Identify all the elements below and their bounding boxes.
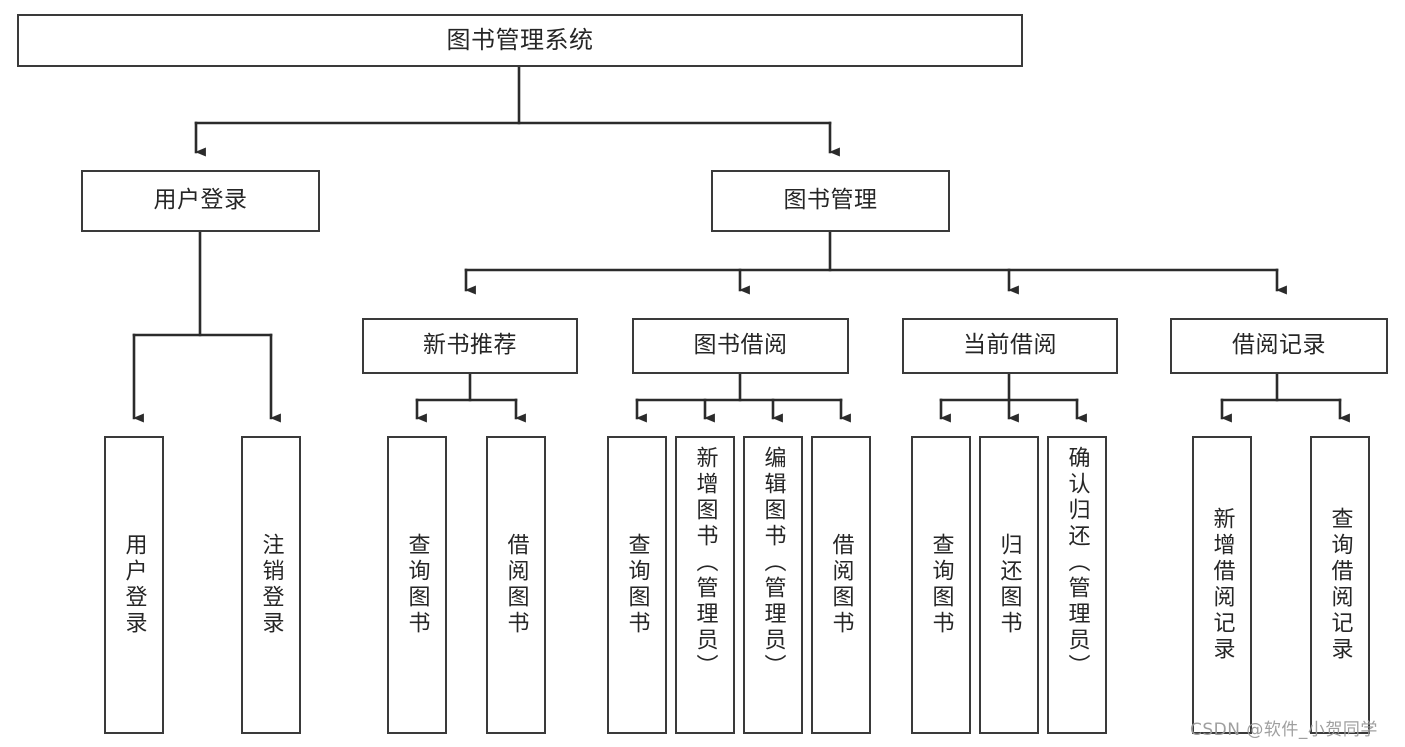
leaf-user-login-login[interactable]: 用户登录 (104, 436, 164, 734)
node-label: 新书推荐 (423, 332, 517, 359)
leaf-current-borrow-return-book[interactable]: 归还图书 (979, 436, 1039, 734)
csdn-watermark: CSDN @软件_小贺同学 (1190, 720, 1378, 740)
node-label: 借阅图书 (828, 533, 854, 637)
node-label: 新增图书（管理员） (692, 446, 718, 680)
leaf-current-borrow-query-book[interactable]: 查询图书 (911, 436, 971, 734)
node-label: 借阅记录 (1232, 332, 1326, 359)
node-label: 新增借阅记录 (1209, 507, 1235, 663)
leaf-current-borrow-confirm-return-admin[interactable]: 确认归还（管理员） (1047, 436, 1107, 734)
node-label: 查询图书 (928, 533, 954, 637)
node-label: 注销登录 (258, 533, 284, 637)
leaf-book-borrow-edit-book-admin[interactable]: 编辑图书（管理员） (743, 436, 803, 734)
node-label: 查询借阅记录 (1327, 507, 1353, 663)
leaf-borrow-record-add-record[interactable]: 新增借阅记录 (1192, 436, 1252, 734)
node-label: 编辑图书（管理员） (760, 446, 786, 680)
leaf-user-login-logout[interactable]: 注销登录 (241, 436, 301, 734)
node-root-book-management-system[interactable]: 图书管理系统 (17, 14, 1023, 67)
node-label: 查询图书 (404, 533, 430, 637)
node-label: 图书借阅 (693, 332, 788, 359)
leaf-new-book-query-book[interactable]: 查询图书 (387, 436, 447, 734)
node-label: 归还图书 (996, 533, 1022, 637)
leaf-book-borrow-add-book-admin[interactable]: 新增图书（管理员） (675, 436, 735, 734)
node-label: 查询图书 (624, 533, 650, 637)
node-label: 用户登录 (153, 187, 248, 214)
node-book-management[interactable]: 图书管理 (711, 170, 950, 232)
node-label: 当前借阅 (963, 332, 1057, 359)
node-book-borrowing[interactable]: 图书借阅 (632, 318, 849, 374)
leaf-borrow-record-query-record[interactable]: 查询借阅记录 (1310, 436, 1370, 734)
node-label: 图书管理系统 (446, 26, 594, 55)
node-label: 用户登录 (121, 533, 147, 637)
leaf-book-borrow-borrow-book[interactable]: 借阅图书 (811, 436, 871, 734)
node-label: 图书管理 (783, 187, 878, 214)
node-label: 确认归还（管理员） (1064, 446, 1090, 680)
node-new-book-recommendation[interactable]: 新书推荐 (362, 318, 578, 374)
node-label: 借阅图书 (503, 533, 529, 637)
node-current-borrowing[interactable]: 当前借阅 (902, 318, 1118, 374)
leaf-book-borrow-query-book[interactable]: 查询图书 (607, 436, 667, 734)
node-user-login[interactable]: 用户登录 (81, 170, 320, 232)
leaf-new-book-borrow-book[interactable]: 借阅图书 (486, 436, 546, 734)
node-borrow-record[interactable]: 借阅记录 (1170, 318, 1388, 374)
